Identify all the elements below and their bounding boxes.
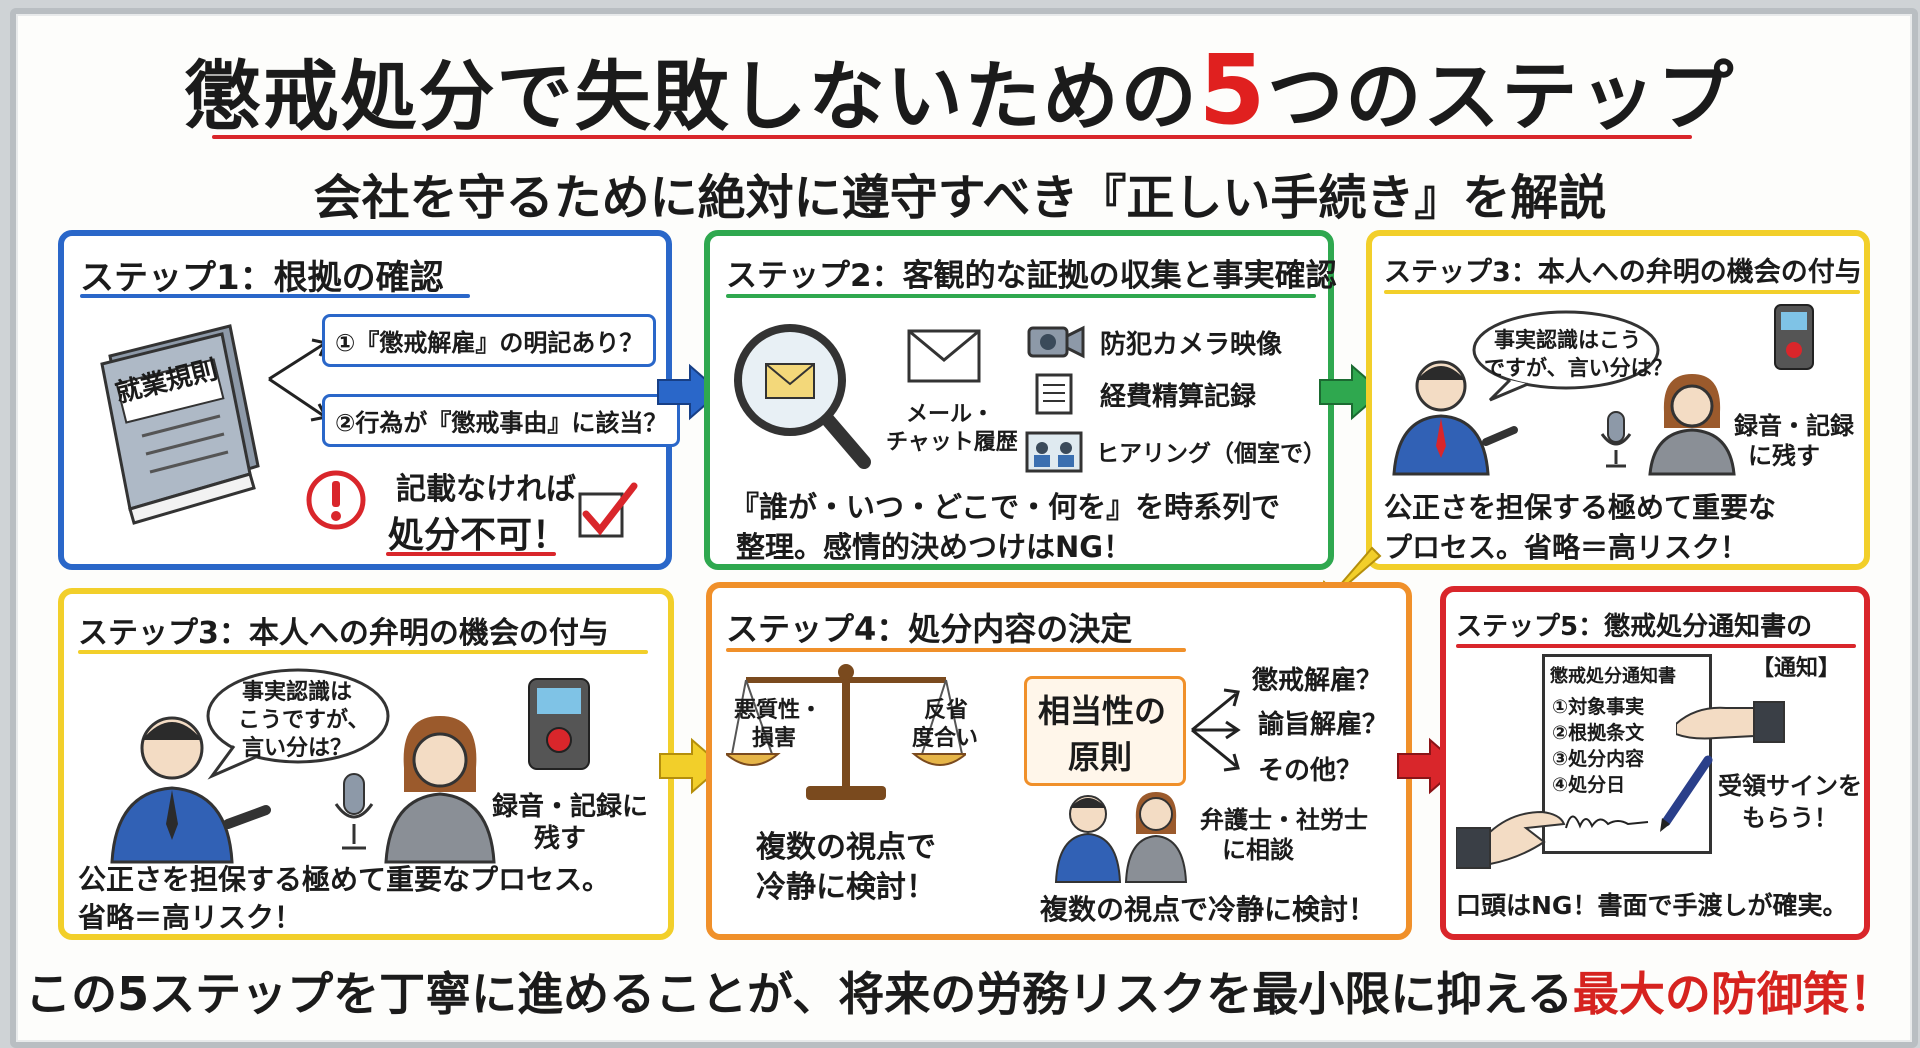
step5-tag: 【通知】: [1752, 656, 1841, 681]
notice-document: [1542, 654, 1712, 854]
step2-title: ステップ2：客観的な証拠の収集と事実確認: [726, 258, 1337, 294]
step3a-bubble-2: ですが、言い分は？: [1484, 356, 1673, 380]
employee-icon: [384, 716, 496, 864]
step3a-bubble-1: 事実認識はこう: [1494, 328, 1641, 352]
step3b-bubble-3: 言い分は？: [242, 736, 353, 761]
step4-view-1: 複数の視点で: [756, 830, 936, 865]
sign-text-1: 受領サインを: [1718, 772, 1862, 800]
consult-1: 弁護士・社労士: [1200, 806, 1368, 834]
step3a-record-1: 録音・記録: [1734, 412, 1854, 440]
hand-receiving-icon: [1456, 810, 1566, 869]
step4-title: ステップ4：処分内容の決定: [726, 610, 1133, 648]
footer-message: この5ステップを丁寧に進めることが、将来の労務リスクを最小限に抑える最大の防御策…: [25, 967, 1895, 1021]
scale-left-2: 損害: [752, 726, 797, 751]
envelope-icon: [907, 329, 981, 383]
step1-card: ステップ1：根拠の確認 就業規則 ①『懲戒解雇』の明記あり？ ②行為が『懲戒事由…: [58, 230, 681, 570]
meeting-icon: [1025, 431, 1083, 473]
step3b-bubble-1: 事実認識は: [242, 680, 353, 705]
principle-2: 原則: [1068, 738, 1133, 776]
checkbox-icon: [578, 482, 638, 538]
main-title: 懲戒処分で失敗しないための5つのステップ: [184, 34, 1736, 146]
doc-title: 懲戒処分通知書: [1550, 666, 1676, 687]
advisors-icon: [1054, 792, 1188, 883]
step5-card: ステップ5：懲戒処分通知書の 【通知】 懲戒処分通知書 ①対象事実 ②根拠条文 …: [1440, 586, 1870, 940]
step5-title: ステップ5：懲戒処分通知書の: [1456, 612, 1813, 642]
step3a-note-2: プロセス。省略＝高リスク！: [1384, 531, 1749, 564]
scale-icon: [726, 664, 966, 800]
step5-note: 口頭はNG！書面で手渡しが確実。: [1456, 891, 1848, 920]
speech-bubble-icon: [1472, 310, 1660, 402]
check-item-2: ②行為が『懲戒事由』に該当？: [322, 394, 681, 447]
warning-icon: [306, 470, 366, 530]
step3b-title: ステップ3：本人への弁明の機会の付与: [78, 616, 609, 651]
step4-card: ステップ4：処分内容の決定 悪質性・ 損害 反省 度合い 複数の視点で 冷静に検…: [706, 582, 1412, 940]
step3b-bubble-2: こうですが、: [238, 708, 370, 733]
microphone-icon: [1600, 411, 1632, 468]
interviewer-icon: [1392, 360, 1518, 476]
scale-right-2: 度合い: [912, 726, 979, 751]
step3a-title: ステップ3：本人への弁明の機会の付与: [1384, 257, 1862, 288]
doc-item-1: ①対象事実: [1552, 696, 1645, 718]
speech-bubble-icon: [206, 668, 390, 780]
scale-right-1: 反省: [924, 698, 969, 723]
warning-underline: [386, 552, 556, 556]
step5-title-underline: [1456, 644, 1856, 648]
microphone-icon: [334, 773, 374, 850]
scale-left-1: 悪質性・: [734, 698, 823, 723]
step3b-title-underline: [78, 650, 648, 654]
option-3: その他？: [1258, 756, 1363, 786]
step4-view-2: 冷静に検討！: [756, 870, 936, 905]
interviewer-icon: [110, 716, 271, 864]
step3a-record-2: に残す: [1748, 442, 1820, 470]
warning-text-2: 処分不可！: [388, 515, 569, 556]
step3a-title-underline: [1384, 290, 1860, 294]
step3a-note-1: 公正さを担保する極めて重要な: [1384, 491, 1777, 524]
recorder-icon: [1774, 304, 1814, 370]
option-2: 諭旨解雇？: [1258, 710, 1389, 740]
consult-2: に相談: [1222, 836, 1294, 864]
doc-item-3: ③処分内容: [1552, 748, 1645, 770]
option-1: 懲戒解雇？: [1252, 666, 1383, 696]
pen-icon: [1660, 755, 1713, 832]
step4-bottom-note: 複数の視点で冷静に検討！: [1040, 893, 1377, 926]
step2-note-1: 『誰が・いつ・どこで・何を』を時系列で: [730, 490, 1281, 524]
sign-text-2: もらう！: [1742, 804, 1838, 832]
step1-title-underline: [80, 294, 470, 298]
step3b-note-1: 公正さを担保する極めて重要なプロセス。: [78, 863, 611, 896]
step2-card: ステップ2：客観的な証拠の収集と事実確認 メール・ チャット履歴 防犯カメラ映像…: [704, 230, 1337, 570]
mail-label-2: チャット履歴: [886, 430, 1018, 455]
magnifier-icon: [734, 324, 871, 469]
doc-item-2: ②根拠条文: [1552, 722, 1645, 744]
title-underline: [212, 135, 1692, 139]
subtitle: 会社を守るために絶対に遵守すべき『正しい手続き』を解説: [313, 170, 1607, 226]
principle-box: [1024, 676, 1186, 786]
employee-icon: [1648, 374, 1736, 476]
hand-giving-icon: [1676, 701, 1785, 743]
recorder-icon: [528, 678, 590, 770]
doc-item-4: ④処分日: [1552, 774, 1626, 796]
step3b-card: ステップ3：本人への弁明の機会の付与 事実認識は こうですが、 言い分は？ 録音…: [58, 588, 674, 940]
step4-title-underline: [726, 648, 1186, 652]
step3b-record-1: 録音・記録に: [492, 792, 649, 822]
evidence-item-1: 防犯カメラ映像: [1100, 330, 1283, 360]
evidence-item-3: ヒアリング（個室で）: [1096, 441, 1326, 467]
rulebook-icon: [100, 324, 260, 525]
evidence-item-2: 経費精算記録: [1100, 382, 1257, 412]
camera-icon: [1027, 325, 1085, 359]
signature-icon: [1565, 815, 1649, 829]
step1-title: ステップ1：根拠の確認: [80, 258, 444, 298]
step3b-note-2: 省略＝高リスク！: [78, 901, 303, 934]
option-arrows-icon: [1191, 688, 1241, 772]
footer-highlight: 最大の防御策！: [1572, 967, 1895, 1021]
warning-text-1: 記載なければ: [396, 472, 576, 507]
ledger-icon: [1035, 373, 1073, 415]
step3b-record-2: 残す: [534, 824, 587, 854]
step2-title-underline: [726, 294, 1316, 298]
mail-label-1: メール・: [906, 402, 995, 427]
check-item-1: ①『懲戒解雇』の明記あり？: [322, 314, 657, 367]
step3a-card: ステップ3：本人への弁明の機会の付与 事実認識はこう ですが、言い分は？ 録音・…: [1366, 230, 1870, 570]
step2-note-2: 整理。感情的決めつけはNG！: [736, 530, 1133, 564]
principle-1: 相当性の: [1038, 692, 1167, 730]
